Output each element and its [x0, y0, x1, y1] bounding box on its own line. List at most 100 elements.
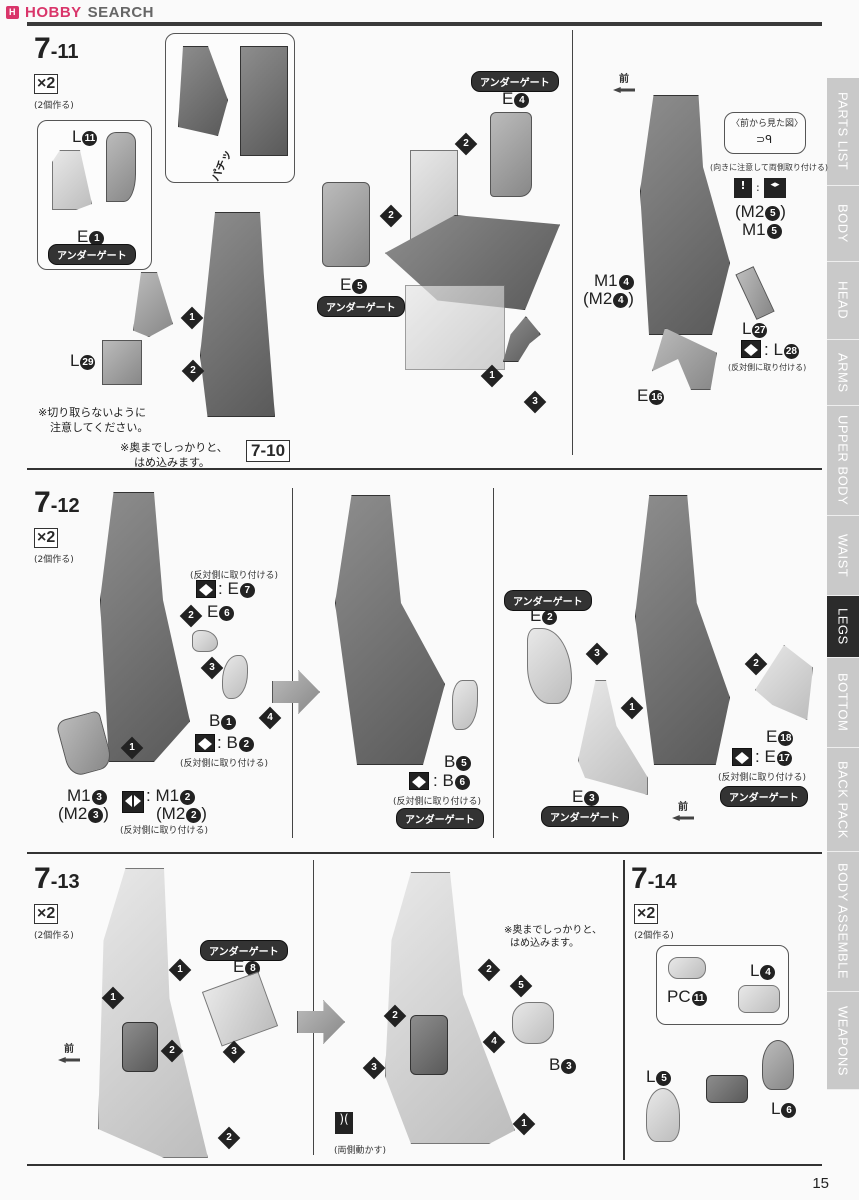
divider-7-14-a: [623, 860, 625, 1160]
part-e2-shape: [527, 628, 572, 704]
step-marker-2-7-12: 2: [179, 604, 203, 628]
part-l6-shape: [762, 1040, 794, 1090]
step-marker-2-7-13c: 2: [477, 958, 501, 982]
tab-weapons[interactable]: WEAPONS: [827, 992, 859, 1090]
note-push-fully-7-13: ※奥までしっかりと、はめ込みます。: [504, 925, 602, 949]
under-gate-badge-e3: アンダーゲート: [541, 806, 629, 827]
section-divider-1: [27, 468, 822, 470]
opposite-side-note-m1-2: (反対側に取り付ける): [120, 826, 209, 836]
both-sides-icon: ◂▸: [764, 178, 786, 198]
step-7-12-title: 7-12: [34, 486, 80, 519]
leg-model-7-11-right: [640, 95, 730, 335]
colon: :: [756, 181, 760, 194]
under-gate-badge-e5: アンダーゲート: [317, 296, 405, 317]
make-two-badge-7-14: ×2: [634, 904, 659, 924]
orientation-note: (向きに注意して両側取り付ける): [710, 163, 829, 172]
hobby-search-logo: H HOBBY SEARCH: [6, 4, 154, 21]
front-view-glyph-icon: ⊃ᑫ: [756, 133, 773, 146]
part-e16-shape: [652, 328, 717, 390]
tab-parts-list[interactable]: PARTS LIST: [827, 78, 859, 186]
flip-icon-m1-2: [122, 791, 144, 813]
under-gate-badge-b5: アンダーゲート: [396, 808, 484, 829]
next-step-arrow-icon-7-13: [297, 1000, 345, 1044]
tab-upper-body[interactable]: UPPER BODY: [827, 406, 859, 516]
logo-mark-icon: H: [6, 6, 19, 19]
tab-body-assemble[interactable]: BODY ASSEMBLE: [827, 852, 859, 992]
front-direction-indicator-7-12: 前: [672, 798, 694, 821]
step-marker-2-7-13a: 2: [160, 1039, 184, 1063]
step-marker-3-7-12: 3: [200, 656, 224, 680]
flip-icon-e17: [732, 748, 752, 766]
dark-hinge-7-13-b: [410, 1015, 448, 1075]
flip-icon-l28: [741, 340, 761, 358]
tab-waist[interactable]: WAIST: [827, 516, 859, 596]
part-e4-shape: [490, 112, 532, 197]
foot-light: [405, 285, 505, 370]
step-marker-1b: 1: [480, 364, 504, 388]
tab-back-pack[interactable]: BACK PACK: [827, 748, 859, 852]
step-marker-2-7-13d: 2: [383, 1004, 407, 1028]
make-two-note-7-14: (2個作る): [634, 931, 674, 941]
part-l5-shape: [646, 1088, 680, 1142]
step-marker-1-7-13b: 1: [101, 986, 125, 1010]
move-both-sides-note: (両側動かす): [334, 1146, 387, 1156]
section-divider-2: [27, 852, 822, 854]
page-number: 15: [812, 1175, 829, 1192]
dark-hinge-7-13-a: [122, 1022, 158, 1072]
opposite-side-note-l28: (反対側に取り付ける): [728, 363, 807, 372]
snap-body-shape: [240, 46, 288, 156]
front-direction-indicator: 前: [613, 70, 635, 93]
part-l4-shape: [738, 985, 780, 1013]
step-marker-1: 1: [180, 306, 204, 330]
leg-model-7-12-a: [100, 492, 190, 762]
armor-piece-7-11: [133, 272, 173, 337]
part-e5-shape: [322, 182, 370, 267]
make-two-note: (2個作る): [34, 101, 74, 111]
tab-bottom[interactable]: BOTTOM: [827, 658, 859, 748]
top-rule: [27, 22, 822, 26]
part-l29-shape: [102, 340, 142, 385]
part-l27-shape: [735, 266, 775, 320]
hip-joint-shape: [706, 1075, 748, 1103]
tab-head[interactable]: HEAD: [827, 262, 859, 340]
step-marker-1-7-12: 1: [120, 736, 144, 760]
step-7-14-title: 7-14: [631, 862, 677, 895]
move-both-sides-icon: )(: [335, 1112, 353, 1134]
under-gate-badge-e18: アンダーゲート: [720, 786, 808, 807]
part-e8-shape: [201, 971, 279, 1047]
part-e3-shape: [578, 680, 648, 795]
tab-body[interactable]: BODY: [827, 186, 859, 262]
tab-legs[interactable]: LEGS: [827, 596, 859, 658]
step-marker-2-7-13b: 2: [217, 1126, 241, 1150]
under-gate-badge-e8: アンダーゲート: [200, 940, 288, 961]
part-b5-shape: [452, 680, 478, 730]
logo-search-text: SEARCH: [87, 4, 155, 21]
tab-arms[interactable]: ARMS: [827, 340, 859, 406]
step-marker-3-7-13b: 3: [362, 1056, 386, 1080]
step-marker-3-7-13: 3: [222, 1040, 246, 1064]
leg-model-7-13-a: [98, 868, 208, 1158]
step-marker-1-7-13c: 1: [512, 1112, 536, 1136]
step-marker-2: 2: [181, 359, 205, 383]
logo-hobby-text: HOBBY: [25, 4, 82, 21]
step-marker-3: 3: [523, 390, 547, 414]
